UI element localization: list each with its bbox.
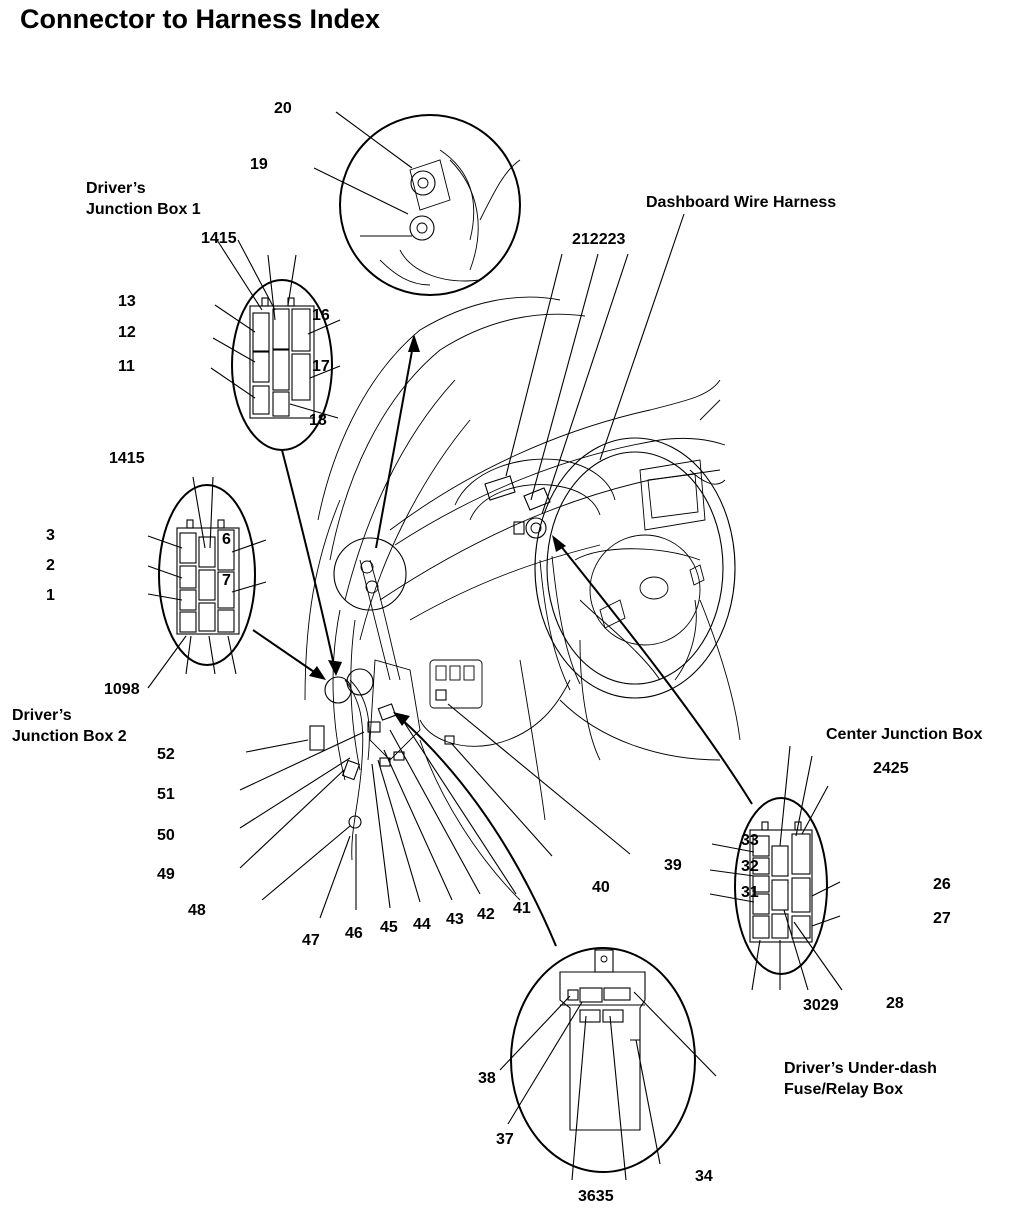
connector-label: 49 [157, 866, 175, 883]
connector-label: 51 [157, 786, 175, 803]
connector-label: 31 [741, 884, 759, 901]
detail-bubble-center-junction-box [734, 797, 828, 975]
connector-label: 47 [302, 932, 320, 949]
connector-label: 44 [413, 916, 431, 933]
connector-label: 50 [157, 827, 175, 844]
connector-label: 20 [274, 100, 292, 117]
connector-label: 1 [46, 587, 55, 604]
connector-label: 48 [188, 902, 206, 919]
connector-label: 45 [380, 919, 398, 936]
connector-label: 34 [695, 1168, 713, 1185]
connector-label: 32 [741, 858, 759, 875]
connector-label: 19 [250, 156, 268, 173]
connector-label: 41 [513, 900, 531, 917]
connector-label: 33 [741, 832, 759, 849]
connector-label: 17 [312, 358, 330, 375]
connector-label: 7 [222, 572, 231, 589]
connector-label: 38 [478, 1070, 496, 1087]
connector-label: 2 [46, 557, 55, 574]
connector-label: 42 [477, 906, 495, 923]
leader-lines [147, 111, 843, 1181]
connector-label: 27 [933, 910, 951, 927]
page-title: Connector to Harness Index [20, 4, 381, 34]
connector-label: 212223 [572, 231, 626, 248]
connector-label: 1415 [109, 450, 145, 467]
connector-label: 1415 [201, 230, 237, 247]
connector-label: 28 [886, 995, 904, 1012]
detail-bubble-junction-box-2 [158, 484, 256, 666]
connector-label: 43 [446, 911, 464, 928]
connector-label: 37 [496, 1131, 514, 1148]
connector-label: 26 [933, 876, 951, 893]
connector-label: 16 [312, 307, 330, 324]
connector-label: 6 [222, 531, 231, 548]
bubble-connectors [252, 334, 753, 947]
detail-bubble-fuse-relay-box [510, 947, 696, 1173]
connector-label: 3029 [803, 997, 839, 1014]
connector-label: 39 [664, 857, 682, 874]
connector-label: 18 [309, 412, 327, 429]
connector-label: 52 [157, 746, 175, 763]
connector-label: 3 [46, 527, 55, 544]
detail-bubble-19-20 [339, 114, 521, 296]
dashboard-drawing [304, 296, 741, 901]
connector-label: 12 [118, 324, 136, 341]
connector-label: 1098 [104, 681, 140, 698]
connector-label: 2425 [873, 760, 909, 777]
connector-label: 40 [592, 879, 610, 896]
connector-label: 11 [118, 358, 135, 375]
connector-label: 46 [345, 925, 363, 942]
connector-label: 3635 [578, 1188, 614, 1205]
label-dashboard-wire-harness: Dashboard Wire Harness [646, 194, 837, 211]
label-center-junction-box: Center Junction Box [826, 726, 983, 743]
connector-label: 13 [118, 293, 136, 310]
